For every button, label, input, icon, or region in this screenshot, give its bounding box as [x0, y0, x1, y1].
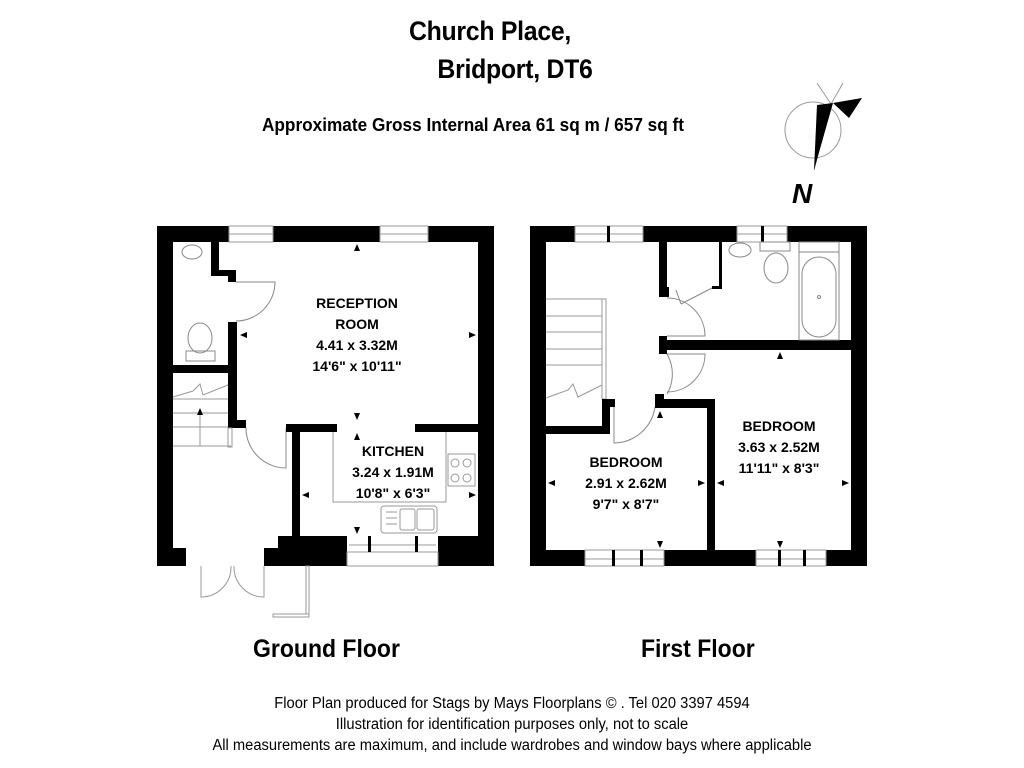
room-name-bedroom-1: BEDROOM — [742, 418, 815, 434]
room-metric-bedroom-1: 3.63 x 2.52M — [738, 439, 820, 455]
gross-internal-area: Approximate Gross Internal Area 61 sq m … — [262, 114, 684, 135]
room-metric-reception: 4.41 x 3.32M — [316, 337, 398, 353]
room-imperial-bedroom-2: 9'7" x 8'7" — [593, 496, 660, 512]
first-floor-plan: BEDROOM 2.91 x 2.62M 9'7" x 8'7" BEDROOM… — [530, 225, 867, 567]
property-title-line1: Church Place, — [408, 16, 572, 46]
room-imperial-reception: 14'6" x 10'11" — [312, 358, 401, 374]
footer-credit: Floor Plan produced for Stags by Mays Fl… — [274, 695, 750, 712]
ground-floor-plan: RECEPTION ROOM 4.41 x 3.32M 14'6" x 10'1… — [157, 225, 494, 618]
room-metric-bedroom-2: 2.91 x 2.62M — [585, 475, 667, 491]
room-metric-kitchen: 3.24 x 1.91M — [352, 464, 434, 480]
room-name-reception-line2: ROOM — [335, 316, 379, 332]
north-arrow-icon — [784, 82, 862, 171]
footer-notes: Floor Plan produced for Stags by Mays Fl… — [26, 693, 999, 756]
footer-disclaimer: Illustration for identification purposes… — [335, 716, 689, 733]
first-floor-label: First Floor — [641, 635, 755, 663]
room-imperial-kitchen: 10'8" x 6'3" — [356, 485, 430, 501]
room-name-kitchen: KITCHEN — [362, 443, 424, 459]
room-name-bedroom-2: BEDROOM — [589, 454, 662, 470]
footer-measurement-note: All measurements are maximum, and includ… — [212, 737, 812, 754]
compass-north-label: N — [792, 178, 813, 209]
room-imperial-bedroom-1: 11'11" x 8'3" — [739, 460, 820, 476]
room-name-reception: RECEPTION — [316, 295, 398, 311]
property-title-line2: Bridport, DT6 — [437, 54, 593, 84]
ground-floor-label: Ground Floor — [253, 635, 400, 663]
